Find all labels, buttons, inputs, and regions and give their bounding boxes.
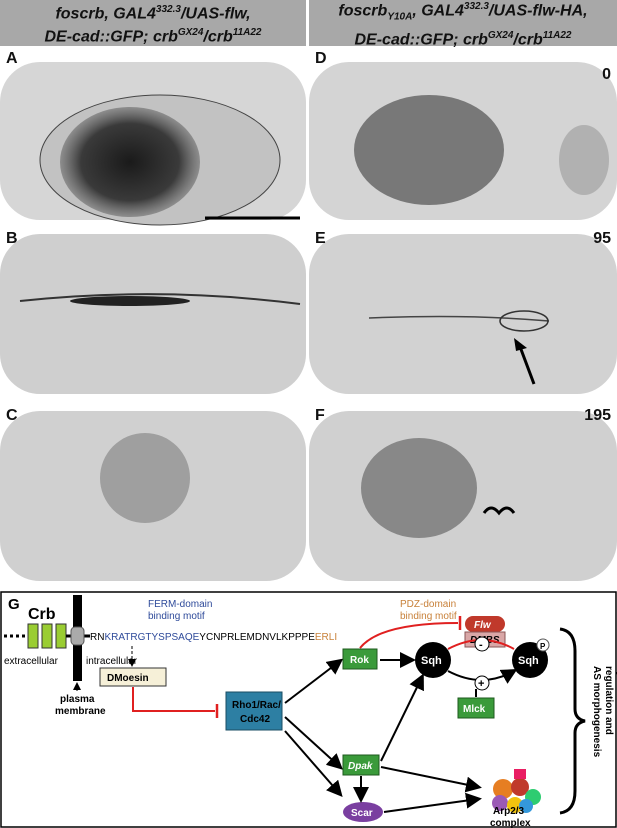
minus-icon <box>474 636 490 652</box>
flw-box <box>465 616 505 632</box>
panel-a: A <box>0 50 306 228</box>
mlck-box <box>457 697 495 719</box>
dmoesin-label: DMoesin <box>107 673 149 684</box>
panel-label-e: E <box>315 230 326 247</box>
membrane-label: membrane <box>55 706 106 717</box>
arrow <box>517 343 536 385</box>
micrograph-c <box>0 403 306 586</box>
egf-domain-2 <box>41 623 53 649</box>
panel-e: E 95 <box>309 226 617 399</box>
phospho-icon <box>536 638 550 652</box>
minus-label: - <box>479 639 483 651</box>
panel-label-a: A <box>6 50 18 67</box>
mlck-label: Mlck <box>463 704 486 715</box>
sqh-circle-2 <box>512 642 548 678</box>
sequence: RNKRATRGTYSPSAQEYCNPRLEMDNVLKPPPEERLI <box>90 632 337 643</box>
micrograph-d <box>309 50 617 228</box>
brace-icon <box>559 627 586 815</box>
phospho-label: P <box>540 642 546 651</box>
arp-label-1: Arp2/3 <box>493 806 525 817</box>
panel-c: C <box>0 403 306 586</box>
micrograph-e <box>309 226 617 399</box>
egf-domain-1 <box>27 623 39 649</box>
header-right-line1: foscrbY10A, GAL4332.3/UAS-flw-HA, <box>338 0 588 23</box>
micrograph-b <box>0 226 306 399</box>
side-label-3: AS morphogenesis <box>591 666 602 758</box>
flw-label: Flw <box>474 620 492 631</box>
panel-f: F 195 <box>309 403 617 586</box>
dmoesin-box <box>99 667 167 687</box>
panel-label-g: G <box>8 596 20 613</box>
header-right: foscrbY10A, GAL4332.3/UAS-flw-HA, DE-cad… <box>309 0 617 49</box>
header-left: foscrb, GAL4332.3/UAS-flw, DE-cad::GFP; … <box>0 0 306 46</box>
side-label-2: regulation and <box>603 666 614 735</box>
dpak-box <box>342 754 380 776</box>
egf-domain-3 <box>55 623 67 649</box>
sqh-label-2: Sqh <box>518 655 539 667</box>
side-label-1: cytoskeleton <box>615 666 617 727</box>
header-right-line2: DE-cad::GFP; crbGX24/crb11A22 <box>354 30 572 49</box>
time-label-d: 0 <box>602 66 611 83</box>
rho-label-2: Cdc42 <box>240 714 270 725</box>
rho-label-1: Rho1/Rac/ <box>232 700 281 711</box>
arp23-complex-icon <box>492 769 541 813</box>
plus-icon <box>474 675 490 691</box>
panel-label-d: D <box>315 50 327 67</box>
scar-label: Scar <box>351 808 373 819</box>
time-label-e: 95 <box>593 230 611 247</box>
time-label-f: 195 <box>584 407 611 424</box>
panel-label-f: F <box>315 407 325 424</box>
header-left-line1: foscrb, GAL4332.3/UAS-flw, <box>55 3 251 22</box>
rok-box <box>342 648 378 670</box>
extracellular-label: extracellular <box>4 656 59 667</box>
micrograph-a <box>0 50 306 228</box>
micrograph-f <box>309 403 617 586</box>
pdz-label-2: binding motif <box>400 611 457 622</box>
panel-b: B <box>0 226 306 399</box>
rho-box <box>225 691 283 731</box>
plasma-label: plasma <box>60 694 95 705</box>
scar-oval <box>343 802 383 822</box>
panel-label-c: C <box>6 407 18 424</box>
bracket-icon <box>482 506 516 516</box>
pdz-label-1: PDZ-domain <box>400 599 456 610</box>
ferm-label-1: FERM-domain <box>148 599 212 610</box>
ferm-label-2: binding motif <box>148 611 205 622</box>
sqh-circle-1 <box>415 642 451 678</box>
arp-label-2: complex <box>490 818 531 828</box>
dpak-label: Dpak <box>348 761 373 772</box>
transmembrane-domain <box>70 626 85 646</box>
panel-d: D 0 <box>309 50 617 228</box>
intracellular-label: intracellular <box>86 656 138 667</box>
panel-label-b: B <box>6 230 18 247</box>
crb-label: Crb <box>28 606 56 623</box>
header-left-line2: DE-cad::GFP; crbGX24/crb11A22 <box>44 27 262 46</box>
pathway-diagram: G Crb extracellular intracellular plasma… <box>0 591 617 828</box>
plus-label: + <box>478 678 484 690</box>
sqh-label-1: Sqh <box>421 655 442 667</box>
rok-label: Rok <box>350 655 369 666</box>
